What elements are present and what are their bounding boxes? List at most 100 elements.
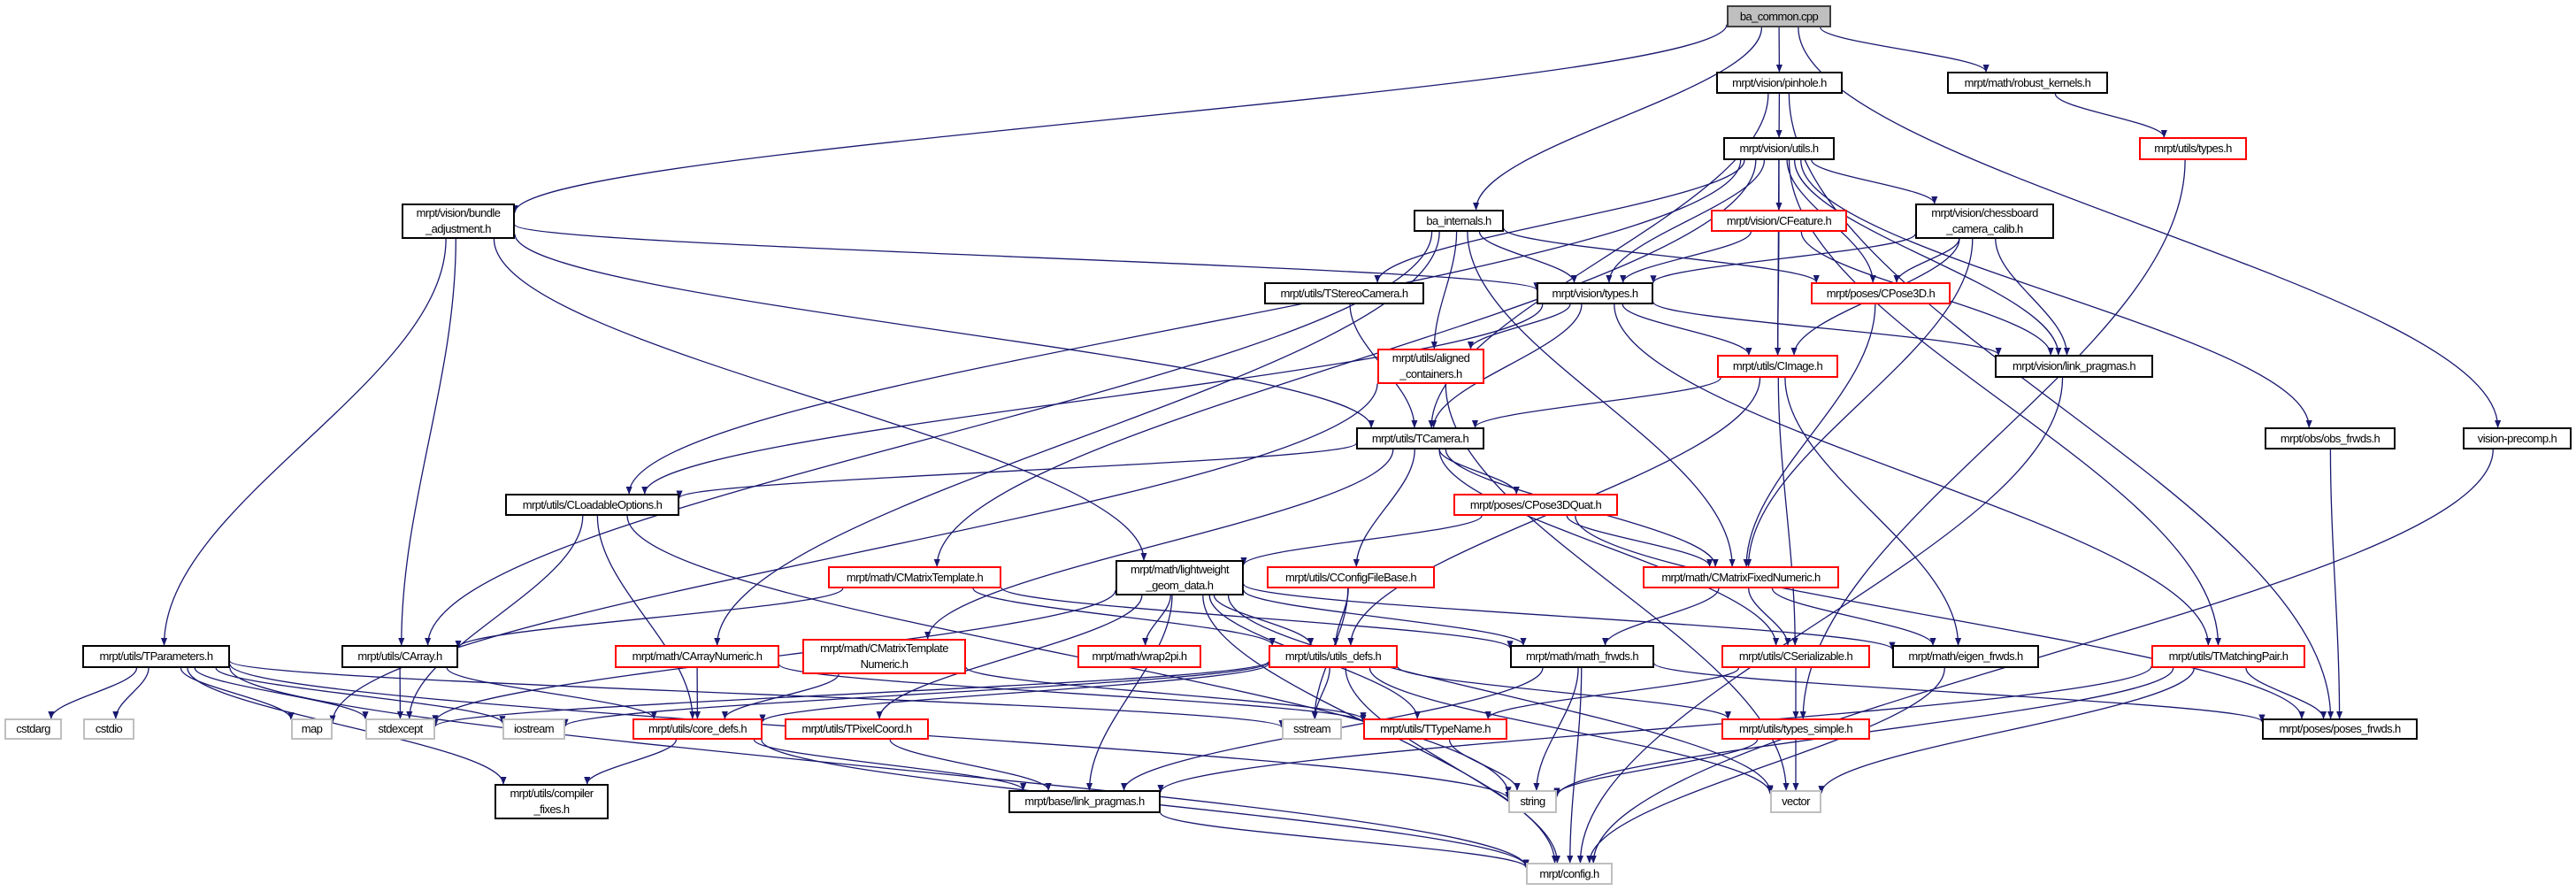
graph-node-robust[interactable]: mrpt/math/robust_kernels.h [1947, 72, 2108, 94]
graph-node-ttypename[interactable]: mrpt/utils/TTypeName.h [1363, 718, 1507, 740]
edge-vtypes-to-tmatching [1614, 303, 2212, 646]
graph-node-lightweight[interactable]: mrpt/math/lightweight _geom_data.h [1116, 560, 1244, 595]
graph-node-pinhole[interactable]: mrpt/vision/pinhole.h [1716, 72, 1843, 94]
graph-node-typessimple[interactable]: mrpt/utils/types_simple.h [1721, 718, 1870, 740]
edge-bainternals-to-cmatfixed [1467, 231, 1736, 567]
graph-node-cconfig[interactable]: mrpt/utils/CConfigFileBase.h [1267, 566, 1435, 588]
edge-utilsdefs-to-stdexcept [432, 661, 1269, 727]
edge-pinhole-to-posesfrwds [1788, 93, 2334, 719]
edge-tpixel-to-baselink [889, 739, 1052, 791]
edge-cimage-to-cserial [1777, 377, 1798, 646]
graph-node-obsfrwds[interactable]: mrpt/obs/obs_frwds.h [2265, 427, 2396, 449]
edge-cmattemplnum-to-coredefs [721, 673, 840, 719]
edge-vutils-to-tmatching [1788, 159, 2222, 646]
edge-chess-to-vtypes [1650, 233, 1916, 284]
edge-tcamera-to-cpose3dquat [1438, 449, 1520, 495]
edge-vtypes-to-cimage [1622, 303, 1752, 356]
edge-carray-to-coredefs [446, 667, 657, 719]
edge-tparams-to-iostream [215, 667, 506, 725]
edge-coredefs-to-baselink [753, 739, 1027, 791]
graph-node-cfeature[interactable]: mrpt/vision/CFeature.h [1711, 210, 1847, 232]
graph-node-cmattemplnum[interactable]: mrpt/math/CMatrixTemplate Numeric.h [802, 639, 966, 674]
edge-lightweight-to-vector [1227, 595, 1774, 794]
edge-cimage-to-tcamera [1471, 377, 1721, 428]
graph-node-tmatching[interactable]: mrpt/utils/TMatchingPair.h [2151, 645, 2305, 668]
graph-node-cmattemplate[interactable]: mrpt/math/CMatrixTemplate.h [828, 566, 1001, 588]
edge-typessimple-to-string [1553, 739, 1759, 796]
edge-cfeature-to-cimage [1775, 231, 1782, 356]
graph-node-stdexcept: stdexcept [365, 718, 435, 740]
edge-vutils-to-tstereo [1374, 159, 1745, 283]
edge-cmattemplate-to-carray [455, 588, 844, 649]
edge-chess-to-cpose3d [1893, 238, 1960, 283]
edge-tcamera-to-cmattemplnum [924, 449, 1394, 640]
graph-node-cpose3dquat[interactable]: mrpt/poses/CPose3DQuat.h [1453, 494, 1618, 516]
edge-vutils-to-chess [1811, 159, 1938, 204]
graph-node-sstream: sstream [1282, 718, 1342, 740]
edge-obsfrwds-to-posesfrwds [2329, 449, 2343, 719]
edge-vutils-to-cloadable [625, 159, 1742, 495]
graph-node-tpixel[interactable]: mrpt/utils/TPixelCoord.h [785, 718, 929, 740]
edge-precomp-to-config [1590, 449, 2494, 864]
edge-cserial-to-ttypename [1484, 667, 1740, 719]
edge-utilsdefs-to-vector [1368, 667, 1774, 795]
edge-tmatching-to-vector [1818, 667, 2195, 795]
graph-node-carraynum[interactable]: mrpt/math/CArrayNumeric.h [615, 645, 779, 668]
graph-node-cloadable[interactable]: mrpt/utils/CLoadableOptions.h [505, 494, 679, 516]
edge-vtypes-to-cloadable [641, 303, 1544, 495]
graph-node-root: ba_common.cpp [1727, 5, 1831, 27]
graph-node-posesfrwds[interactable]: mrpt/poses/poses_frwds.h [2262, 718, 2418, 740]
edge-mathfrwds-to-config [1567, 667, 1583, 864]
graph-node-cimage[interactable]: mrpt/utils/CImage.h [1717, 355, 1838, 378]
edge-cpose3dquat-to-cmatfixed [1566, 515, 1714, 567]
edge-chess-to-vlink [1995, 238, 2071, 356]
graph-node-mathfrwds[interactable]: mrpt/math/math_frwds.h [1510, 645, 1654, 668]
edge-tmatching-to-posesfrwds [2245, 667, 2327, 719]
graph-node-precomp[interactable]: vision-precomp.h [2463, 427, 2572, 449]
graph-node-cserial[interactable]: mrpt/utils/CSerializable.h [1721, 645, 1870, 668]
edge-tmatching-to-baselink [1157, 665, 2152, 793]
graph-node-bundle[interactable]: mrpt/vision/bundle _adjustment.h [402, 204, 515, 239]
edge-utilsdefs-to-coredefs [759, 663, 1269, 723]
graph-node-vtypes[interactable]: mrpt/vision/types.h [1537, 282, 1653, 304]
edge-bainternals-to-vtypes [1478, 231, 1578, 283]
graph-node-baselink[interactable]: mrpt/base/link_pragmas.h [1008, 790, 1161, 813]
graph-node-cmatfixed[interactable]: mrpt/math/CMatrixFixedNumeric.h [1643, 566, 1839, 588]
edge-vtypes-to-vlink [1652, 301, 2002, 356]
edge-cpose3d-to-cmatfixed [1743, 303, 1876, 567]
edge-bainternals-to-cpose3d [1503, 227, 1820, 283]
graph-node-chess[interactable]: mrpt/vision/chessboard _camera_calib.h [1915, 204, 2054, 239]
graph-node-vutils[interactable]: mrpt/vision/utils.h [1723, 137, 1835, 160]
graph-node-tcamera[interactable]: mrpt/utils/TCamera.h [1356, 427, 1484, 449]
edge-bundle-to-vtypes [514, 224, 1540, 291]
graph-node-eigenfrwds[interactable]: mrpt/math/eigen_frwds.h [1892, 645, 2039, 668]
edge-tparams-to-compiler [187, 667, 507, 785]
graph-node-utilsdefs[interactable]: mrpt/utils/utils_defs.h [1269, 645, 1398, 668]
edge-vutils-to-cmattemplate [933, 159, 1757, 567]
graph-node-cpose3d[interactable]: mrpt/poses/CPose3D.h [1811, 282, 1951, 304]
graph-node-bainternals[interactable]: ba_internals.h [1414, 210, 1504, 232]
graph-node-aligned[interactable]: mrpt/utils/aligned _containers.h [1377, 349, 1484, 384]
edge-lightweight-to-mathfrwds [1243, 589, 1527, 646]
graph-node-tparams[interactable]: mrpt/utils/TParameters.h [82, 645, 230, 668]
edge-cloadable-to-string [626, 515, 1512, 795]
edge-lightweight-to-eigenfrwds [1243, 583, 1896, 650]
edge-cimage-to-eigenfrwds [1784, 377, 1962, 646]
edge-tcamera-to-cloadable [676, 442, 1357, 499]
graph-node-tstereo[interactable]: mrpt/utils/TStereoCamera.h [1264, 282, 1424, 304]
edge-bainternals-to-aligned [1430, 231, 1458, 349]
graph-node-coredefs[interactable]: mrpt/utils/core_defs.h [632, 718, 763, 740]
graph-node-wrap2pi[interactable]: mrpt/math/wrap2pi.h [1077, 645, 1201, 668]
edge-tcamera-to-cserial [1438, 449, 1780, 646]
edge-cmatfixed-to-eigenfrwds [1771, 588, 1936, 646]
edge-tparams-to-cstdio [112, 667, 150, 719]
edge-cmatfixed-to-cserial [1748, 588, 1791, 646]
edge-utilsdefs-to-sstream [1311, 667, 1330, 719]
graph-node-utypes[interactable]: mrpt/utils/types.h [2139, 137, 2247, 160]
graph-node-vlink[interactable]: mrpt/vision/link_pragmas.h [1995, 355, 2153, 378]
graph-node-carray[interactable]: mrpt/utils/CArray.h [341, 645, 458, 668]
graph-node-map: map [291, 718, 333, 740]
edge-bundle-to-carray [398, 238, 456, 646]
graph-node-compiler[interactable]: mrpt/utils/compiler _fixes.h [494, 784, 609, 819]
